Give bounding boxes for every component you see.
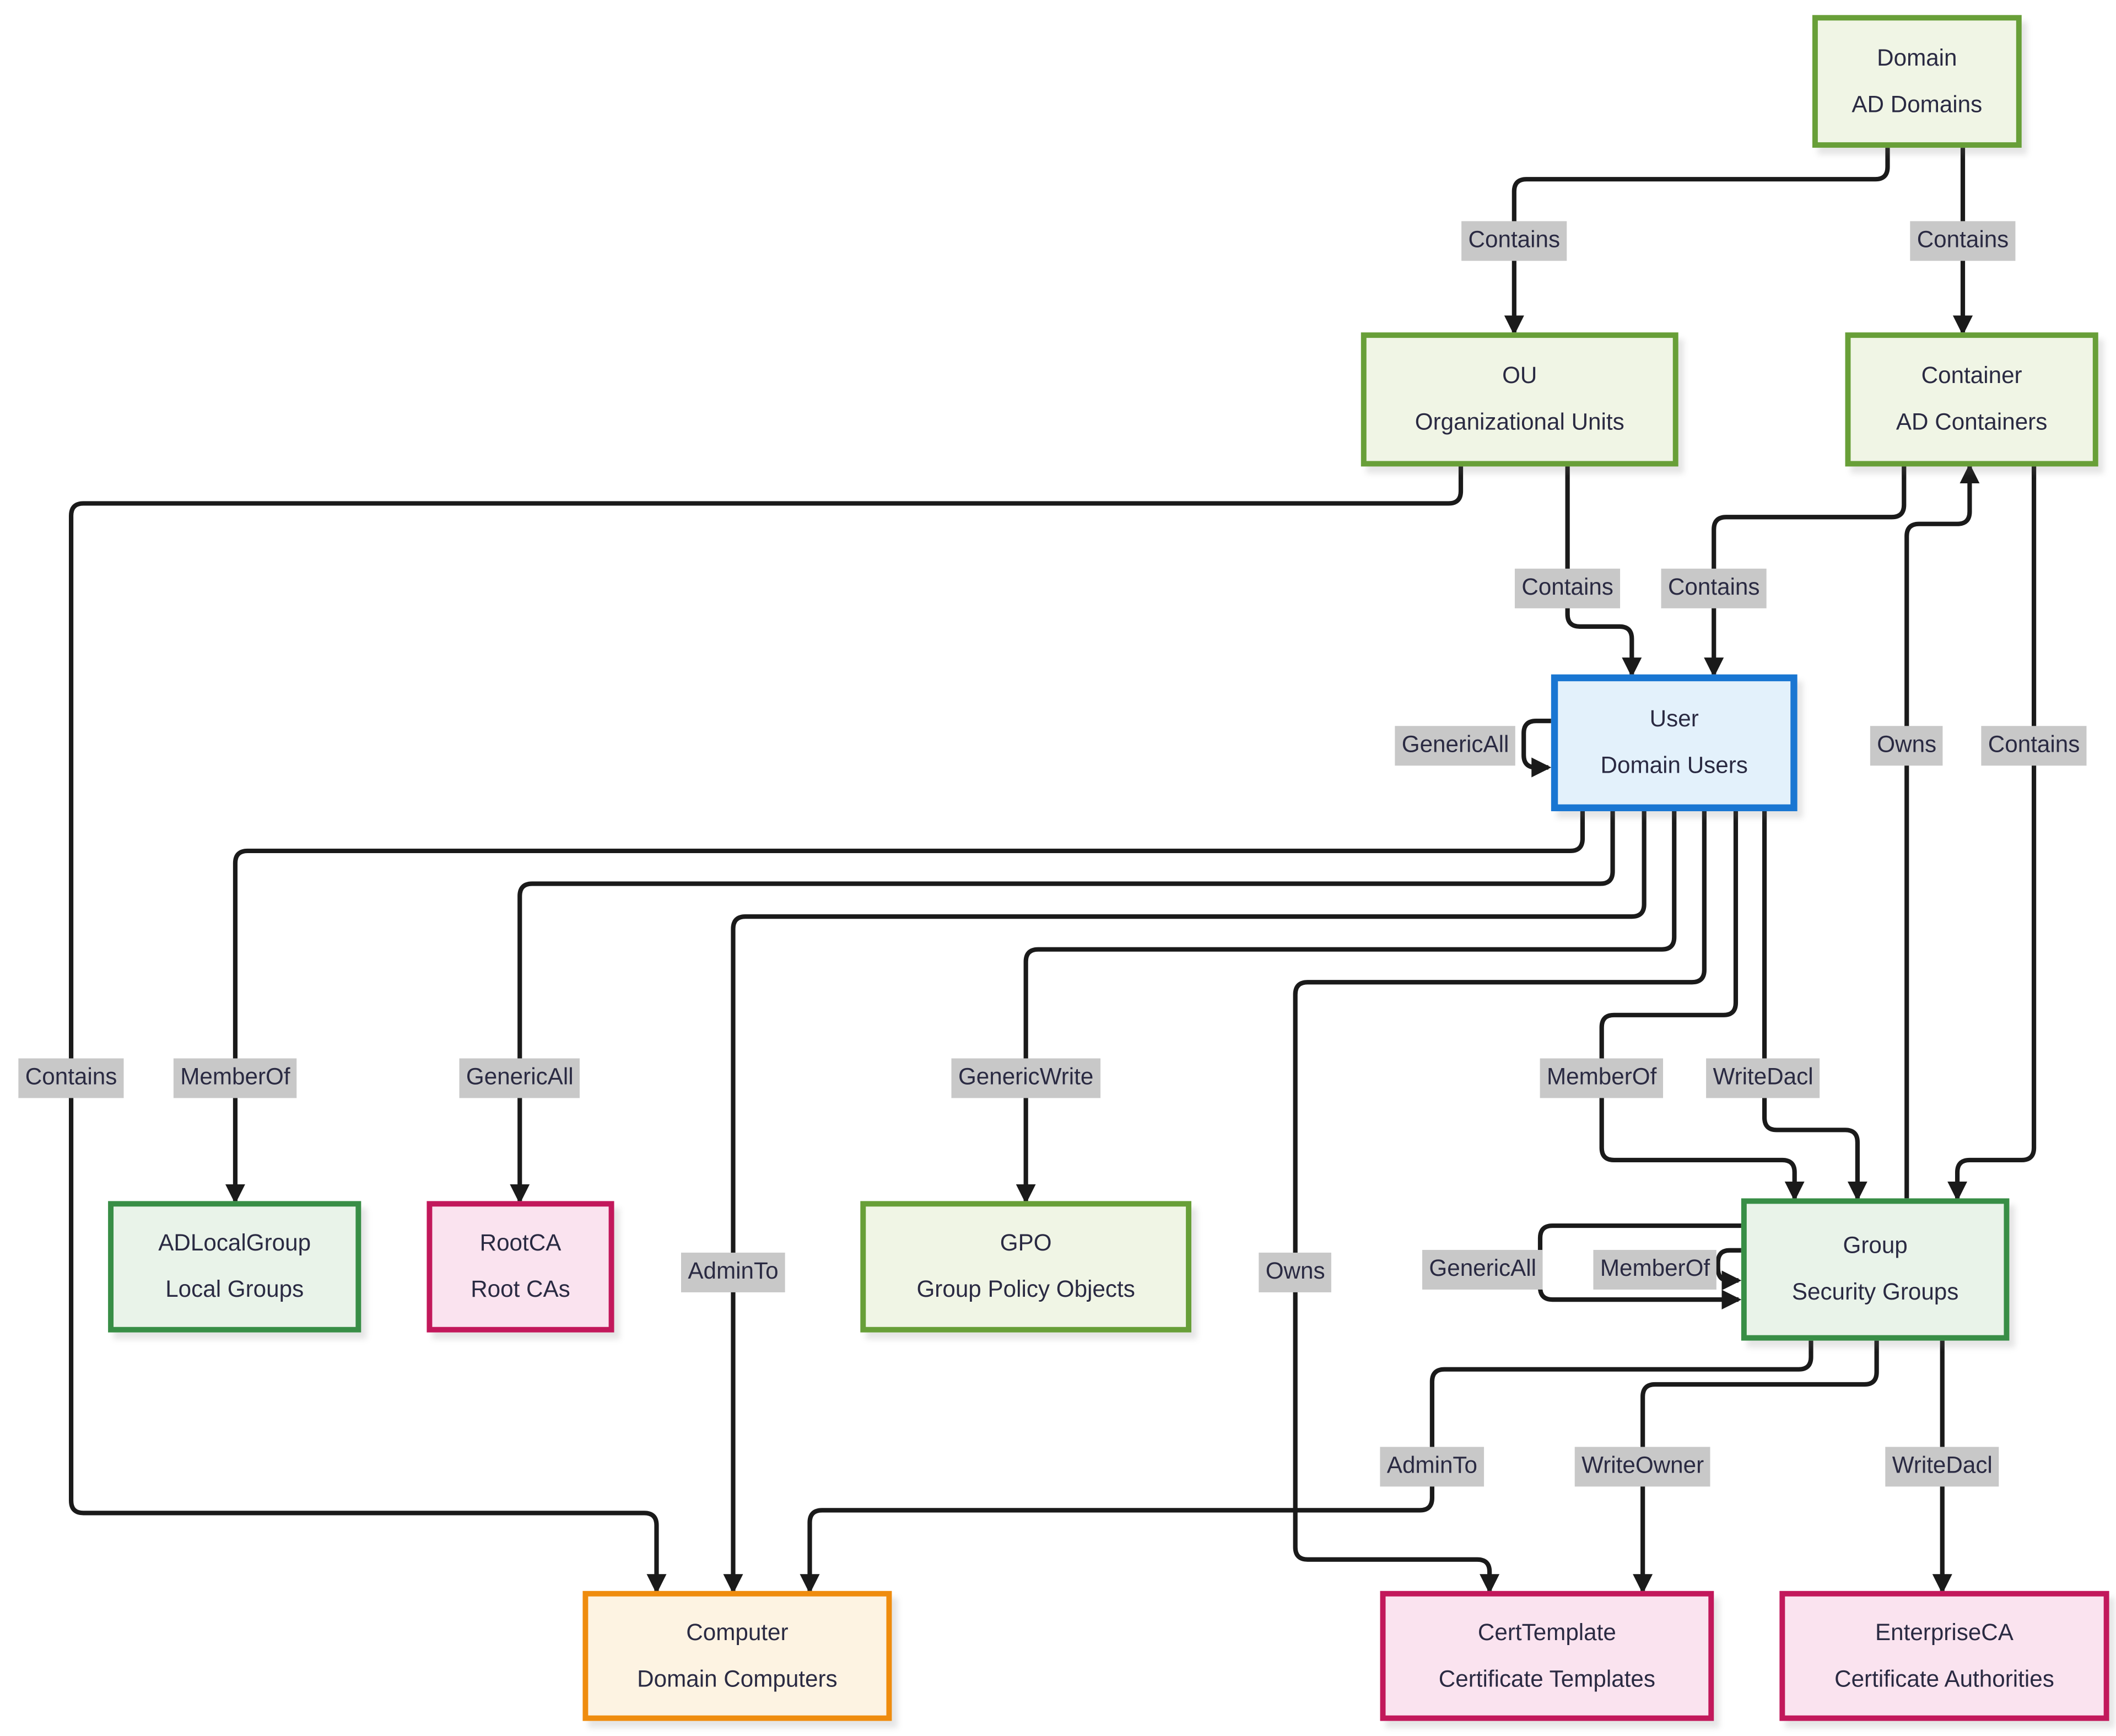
edge-label-memberof: MemberOf [1593, 1249, 1717, 1290]
edge-group-group [1715, 1248, 1742, 1291]
node-enterpriseca-title: EnterpriseCA [1875, 1619, 2014, 1646]
node-ou-subtitle: Organizational Units [1415, 409, 1624, 435]
node-computer-subtitle: Domain Computers [637, 1665, 838, 1692]
node-rootca: RootCA Root CAs [427, 1201, 614, 1333]
node-enterpriseca: EnterpriseCA Certificate Authorities [1779, 1591, 2109, 1721]
edge-label-adminto: AdminTo [681, 1252, 785, 1292]
node-container-title: Container [1921, 363, 2022, 390]
node-adlocalgroup-title: ADLocalGroup [158, 1230, 311, 1257]
node-domain-title: Domain [1877, 45, 1957, 71]
node-computer-title: Computer [686, 1619, 789, 1646]
edge-container-group [1947, 466, 2037, 1201]
edge-label-writedacl: WriteDacl [1885, 1447, 2000, 1486]
node-computer: Computer Domain Computers [582, 1591, 892, 1721]
node-user-subtitle: Domain Users [1600, 752, 1748, 779]
edge-user-computer [723, 811, 1647, 1594]
edge-label-contains: Contains [1661, 568, 1767, 608]
node-certtemplate: CertTemplate Certificate Templates [1380, 1591, 1714, 1721]
node-ou: OU Organizational Units [1361, 332, 1678, 467]
node-group-title: Group [1843, 1233, 1908, 1259]
edge-label-genericall: GenericAll [1395, 726, 1516, 765]
node-domain: Domain AD Domains [1812, 15, 2022, 148]
edge-label-adminto: AdminTo [1380, 1447, 1485, 1486]
edge-label-genericwrite: GenericWrite [951, 1058, 1100, 1098]
node-rootca-subtitle: Root CAs [471, 1276, 570, 1303]
node-group-subtitle: Security Groups [1791, 1279, 1959, 1306]
edge-label-contains: Contains [1981, 726, 2087, 765]
edge-user-rootca [510, 811, 1615, 1204]
node-user: User Domain Users [1551, 674, 1797, 811]
edge-label-contains: Contains [1514, 568, 1621, 608]
edge-label-writeowner: WriteOwner [1574, 1447, 1711, 1486]
edge-user-gpo [1016, 811, 1677, 1204]
node-gpo-title: GPO [1000, 1230, 1052, 1257]
node-group: Group Security Groups [1741, 1198, 2010, 1341]
edge-label-owns: Owns [1870, 726, 1944, 765]
node-ou-title: OU [1502, 363, 1537, 390]
edge-user-user [1521, 719, 1552, 778]
node-enterpriseca-subtitle: Certificate Authorities [1834, 1665, 2054, 1692]
edge-label-memberof: MemberOf [173, 1058, 298, 1098]
edge-container-user [1704, 466, 1907, 678]
edge-label-genericall: GenericAll [459, 1058, 580, 1098]
edge-ou-user [1565, 466, 1642, 678]
node-certtemplate-subtitle: Certificate Templates [1438, 1665, 1656, 1692]
edge-label-memberof: MemberOf [1540, 1058, 1664, 1098]
node-certtemplate-title: CertTemplate [1477, 1619, 1616, 1646]
edge-group-computer [800, 1340, 1813, 1594]
edge-domain-ou [1504, 148, 1890, 336]
node-domain-subtitle: AD Domains [1852, 91, 1983, 117]
node-adlocalgroup-subtitle: Local Groups [165, 1276, 304, 1303]
node-user-title: User [1649, 706, 1699, 733]
node-container-subtitle: AD Containers [1896, 409, 2048, 435]
edge-user-adlocalgroup [225, 811, 1585, 1204]
node-container: Container AD Containers [1845, 332, 2098, 467]
edge-label-contains: Contains [1910, 221, 2016, 261]
edge-label-genericall: GenericAll [1422, 1249, 1543, 1290]
edge-label-contains: Contains [18, 1058, 124, 1098]
node-gpo-subtitle: Group Policy Objects [916, 1276, 1135, 1303]
node-gpo: GPO Group Policy Objects [860, 1201, 1192, 1333]
edge-label-writedacl: WriteDacl [1706, 1058, 1821, 1098]
edge-user-group [1762, 811, 1867, 1201]
edge-label-contains: Contains [1461, 221, 1567, 261]
edge-group-certtemplate [1633, 1340, 1879, 1594]
node-adlocalgroup: ADLocalGroup Local Groups [108, 1201, 361, 1333]
edge-label-owns: Owns [1259, 1252, 1332, 1292]
node-rootca-title: RootCA [479, 1230, 562, 1257]
edge-ou-computer [68, 466, 1464, 1594]
edge-group-container [1904, 463, 1980, 1199]
